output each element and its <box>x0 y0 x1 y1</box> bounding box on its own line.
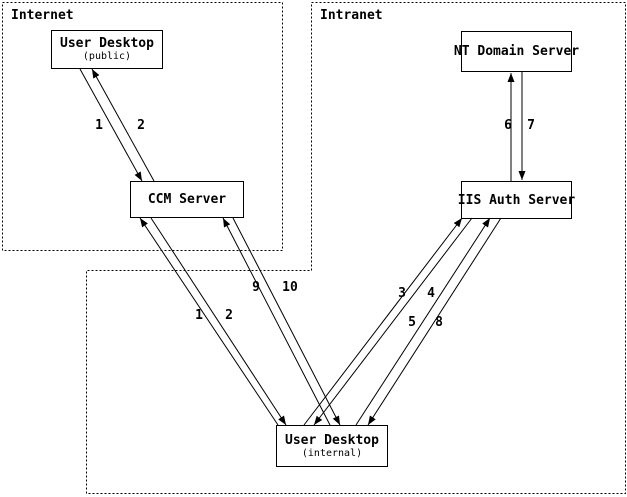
arrow-1-internal-to-ccm <box>139 217 279 426</box>
edge-label-step-10: 10 <box>282 280 298 295</box>
edge-label-step-2-internal: 2 <box>225 308 233 323</box>
node-ccm-server: CCM Server <box>130 181 244 218</box>
arrow-5-internal-to-iis <box>355 217 491 426</box>
node-title: CCM Server <box>147 192 227 207</box>
node-subtitle: (internal) <box>301 447 363 459</box>
node-subtitle: (public) <box>82 51 132 62</box>
edge-label-step-1-internal: 1 <box>195 308 203 323</box>
zone-label-intranet: Intranet <box>320 8 383 23</box>
arrow-9-internal-to-ccm <box>222 217 331 426</box>
node-user-desktop-internal: User Desktop (internal) <box>276 425 388 467</box>
edge-label-step-3: 3 <box>398 286 406 301</box>
edge-label-step-2-public: 2 <box>137 118 145 133</box>
edge-label-step-8: 8 <box>435 315 443 330</box>
edge-label-step-7: 7 <box>527 118 535 133</box>
arrow-4-iis-to-internal <box>313 217 473 426</box>
arrow-3-internal-to-iis <box>303 217 463 426</box>
arrow-10-ccm-to-internal <box>232 217 341 426</box>
zone-internet-border <box>2 2 283 251</box>
node-iis-auth-server: IIS Auth Server <box>457 181 576 219</box>
edge-label-step-5: 5 <box>408 315 416 330</box>
zone-label-internet: Internet <box>11 8 74 23</box>
arrow-1-public-to-ccm <box>79 68 143 182</box>
edge-label-step-4: 4 <box>427 286 435 301</box>
zone-intranet-border <box>86 2 626 494</box>
edge-label-step-1-public: 1 <box>95 118 103 133</box>
node-title: IIS Auth Server <box>457 192 576 208</box>
node-user-desktop-public: User Desktop (public) <box>51 30 163 69</box>
arrow-8-iis-to-internal <box>367 217 502 426</box>
edge-label-step-6: 6 <box>504 118 512 133</box>
edge-label-step-9: 9 <box>252 280 260 295</box>
arrow-2-ccm-to-internal <box>150 217 287 426</box>
node-title: User Desktop <box>60 36 154 51</box>
node-nt-domain-server: NT Domain Server <box>454 31 579 72</box>
node-title: NT Domain Server <box>453 44 580 59</box>
arrow-2-ccm-to-public <box>91 68 155 182</box>
node-title: User Desktop <box>285 432 379 448</box>
